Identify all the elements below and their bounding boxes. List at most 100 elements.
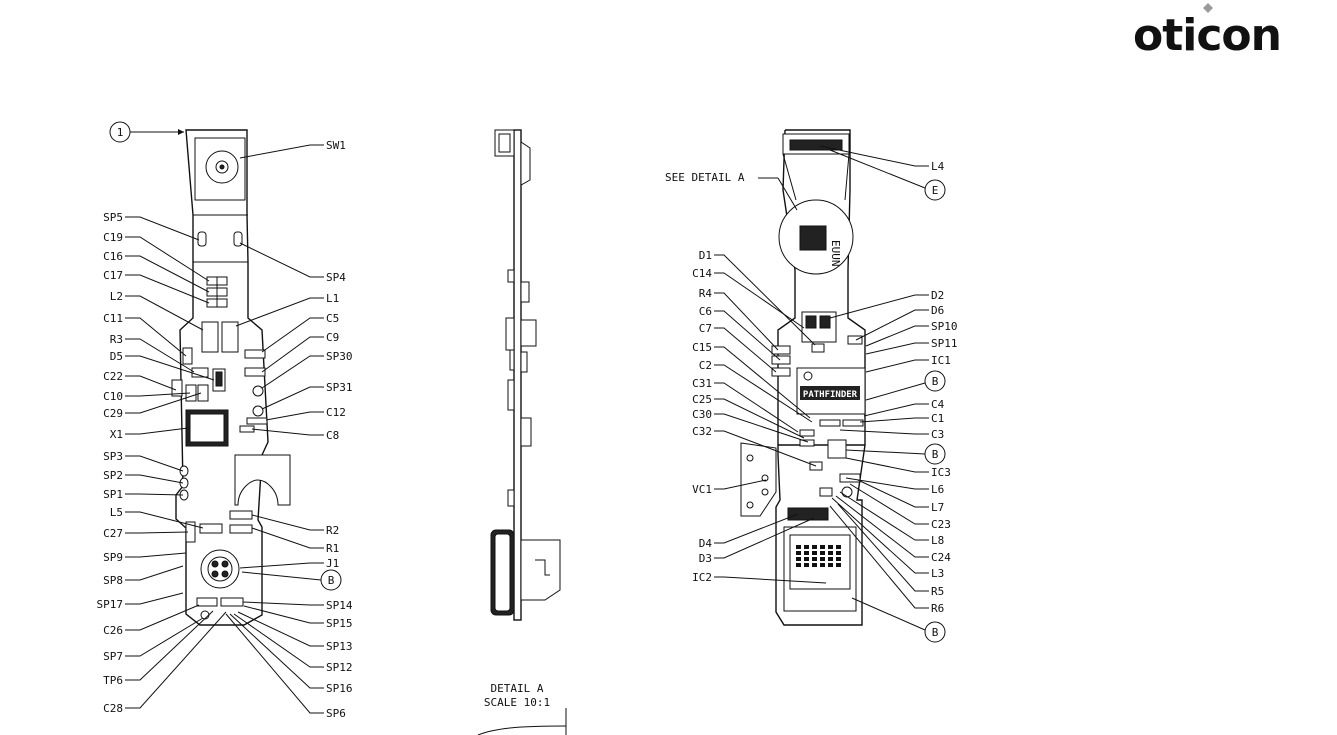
label-sp9: SP9: [103, 551, 123, 564]
bubble-b-top-text: B: [328, 574, 335, 587]
inductor-l1: [221, 321, 239, 353]
ic2-ball: [820, 551, 825, 555]
label-r6: R6: [931, 602, 944, 615]
ic2-ball: [820, 545, 825, 549]
leader-l2: [125, 295, 204, 331]
bubble-b2: B: [845, 443, 946, 465]
leader-sp2: [125, 474, 184, 484]
label-c5: C5: [326, 312, 339, 325]
ic2-ball: [796, 545, 801, 549]
leader-c24: [835, 495, 929, 558]
bubble-b1: B: [865, 370, 946, 401]
leader-c6: [714, 310, 781, 361]
label-c26: C26: [103, 624, 123, 637]
inductor-l2: [201, 321, 219, 353]
cap-c9: [244, 367, 266, 377]
label-ic2: IC2: [692, 571, 712, 584]
label-c24: C24: [931, 551, 951, 564]
label-ic1: IC1: [931, 354, 951, 367]
svg-text:B: B: [932, 375, 939, 388]
leader-sp9: [125, 552, 187, 558]
leader-l3: [831, 497, 929, 574]
label-c28: C28: [103, 702, 123, 715]
leader-sp14: [242, 601, 324, 606]
label-sp16: SP16: [326, 682, 353, 695]
label-sp4: SP4: [326, 271, 346, 284]
label-c25: C25: [692, 393, 712, 406]
ic2-ball: [804, 557, 809, 561]
pad-tp6: [200, 610, 210, 620]
diode-d6: [847, 335, 863, 345]
label-x1: X1: [110, 428, 123, 441]
label-l3: L3: [931, 567, 944, 580]
label-sp13: SP13: [326, 640, 353, 653]
label-c17: C17: [103, 269, 123, 282]
cap-c11: [182, 347, 193, 365]
pad-marking: EUUN: [829, 240, 842, 267]
label-l6: L6: [931, 483, 944, 496]
pad-sp4: [233, 231, 243, 247]
label-sp1: SP1: [103, 488, 123, 501]
leader-c9: [261, 336, 324, 373]
leader-sp11: [865, 342, 929, 355]
bottom-view: EUUN PATHFINDER: [665, 129, 958, 643]
label-d4: D4: [699, 537, 713, 550]
leader-c22: [125, 375, 177, 391]
label-sp10: SP10: [931, 320, 958, 333]
label-sp30: SP30: [326, 350, 353, 363]
label-l1: L1: [326, 292, 339, 305]
leader-c14: [714, 272, 805, 329]
label-sp11: SP11: [931, 337, 958, 350]
side-connector: [520, 539, 561, 601]
inductor-l5: [199, 523, 223, 534]
label-l8: L8: [931, 534, 944, 547]
leader-c7: [714, 327, 777, 373]
label-r1: R1: [326, 542, 339, 555]
leader-c28: [125, 611, 227, 709]
pad-sp14: [220, 597, 244, 607]
label-c10: C10: [103, 390, 123, 403]
label-sp6: SP6: [326, 707, 346, 720]
detail-pads: [799, 225, 827, 251]
label-c27: C27: [103, 527, 123, 540]
label-l5: L5: [110, 506, 123, 519]
label-d6: D6: [931, 304, 944, 317]
label-l7: L7: [931, 501, 944, 514]
label-c7: C7: [699, 322, 712, 335]
leader-sp3: [125, 455, 184, 472]
label-sp12: SP12: [326, 661, 353, 674]
leader-sp7: [125, 617, 204, 657]
ic2-ball: [812, 563, 817, 567]
label-c31: C31: [692, 377, 712, 390]
label-r2: R2: [326, 524, 339, 537]
ic2-ball: [836, 551, 841, 555]
ic2-ball: [804, 551, 809, 555]
label-sp8: SP8: [103, 574, 123, 587]
label-c29: C29: [103, 407, 123, 420]
leader-c8: [251, 428, 324, 436]
leader-j1: [239, 562, 324, 569]
res-r2: [229, 510, 253, 520]
label-c6: C6: [699, 305, 712, 318]
detail-a: DETAIL A SCALE 10:1: [477, 682, 567, 735]
leader-sp17: [125, 592, 184, 605]
label-r4: R4: [699, 287, 713, 300]
diode-d1: [811, 343, 825, 353]
leader-l7: [857, 479, 929, 508]
ic2-ball: [836, 563, 841, 567]
ic-pathfinder-text: PATHFINDER: [803, 390, 858, 400]
label-sp15: SP15: [326, 617, 353, 630]
leader-sp4: [239, 242, 324, 278]
leader-c32: [714, 430, 817, 467]
leader-vc1: [714, 479, 767, 490]
leader-sp30: [261, 355, 324, 389]
leader-sp16: [229, 613, 324, 689]
leader-l8: [839, 491, 929, 541]
ic2-ball: [812, 545, 817, 549]
pad-sp3: [179, 465, 189, 477]
label-d5: D5: [110, 350, 123, 363]
leader-tp6: [125, 610, 214, 681]
leader-l5: [125, 511, 204, 529]
leader-l6: [845, 477, 929, 490]
label-d1: D1: [699, 249, 712, 262]
